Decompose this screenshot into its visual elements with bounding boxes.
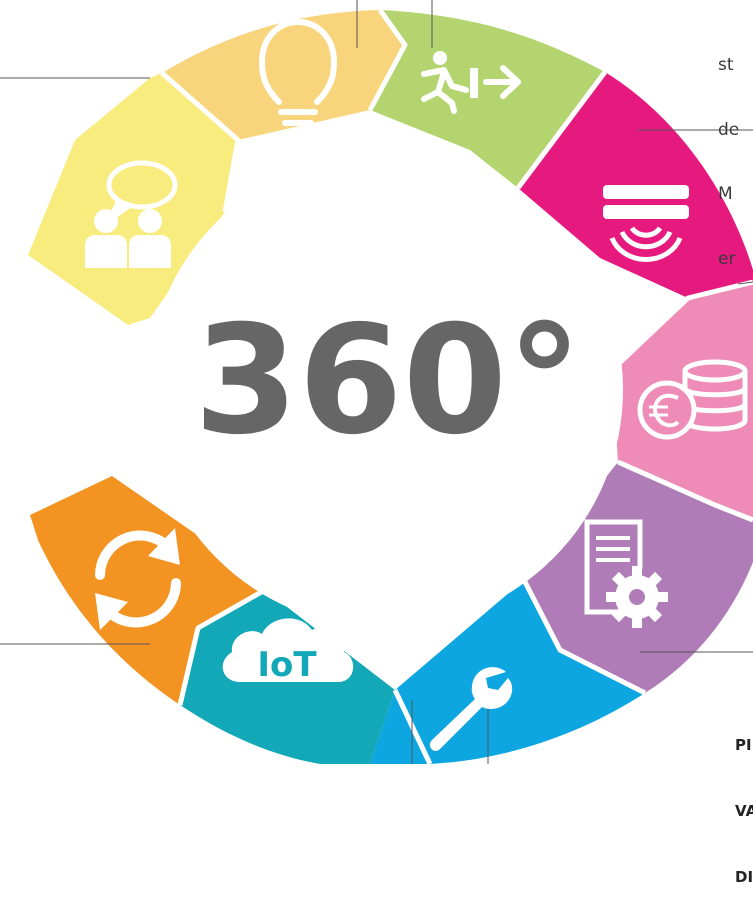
cropped-text-line: PI	[735, 736, 752, 754]
cycle-diagram: 360°	[0, 0, 753, 764]
speech-bubble-people-icon	[85, 160, 178, 268]
segment-exit	[370, 10, 605, 188]
cropped-text-line: M	[718, 184, 733, 204]
leader-lines	[0, 0, 753, 764]
center-label: 360°	[194, 294, 582, 468]
center-disk	[147, 152, 623, 628]
euro-coins-icon	[637, 359, 748, 440]
lightbulb-icon	[258, 18, 338, 126]
cropped-text-top-right: st de M er	[718, 12, 739, 292]
cropped-text-line: er	[718, 248, 736, 269]
ceiling-sensor-icon	[603, 185, 689, 262]
cropped-text-line: st	[718, 55, 734, 75]
segment-separators	[160, 8, 753, 764]
segment-maintenance	[370, 580, 645, 764]
segment-ideas	[162, 10, 405, 140]
emergency-exit-icon	[421, 51, 521, 114]
segment-update	[30, 476, 265, 705]
wrench-icon	[429, 667, 513, 751]
refresh-arrows-icon	[95, 528, 181, 630]
cropped-text-line: VA	[735, 802, 753, 820]
cropped-text-line: de	[718, 119, 740, 140]
iot-cloud-icon: IoT	[222, 618, 354, 685]
cropped-text-bottom-right: PI VA DI	[735, 690, 753, 910]
document-gear-icon	[584, 519, 668, 628]
iot-badge-label: IoT	[257, 645, 317, 685]
cropped-text-line: DI	[735, 868, 753, 886]
